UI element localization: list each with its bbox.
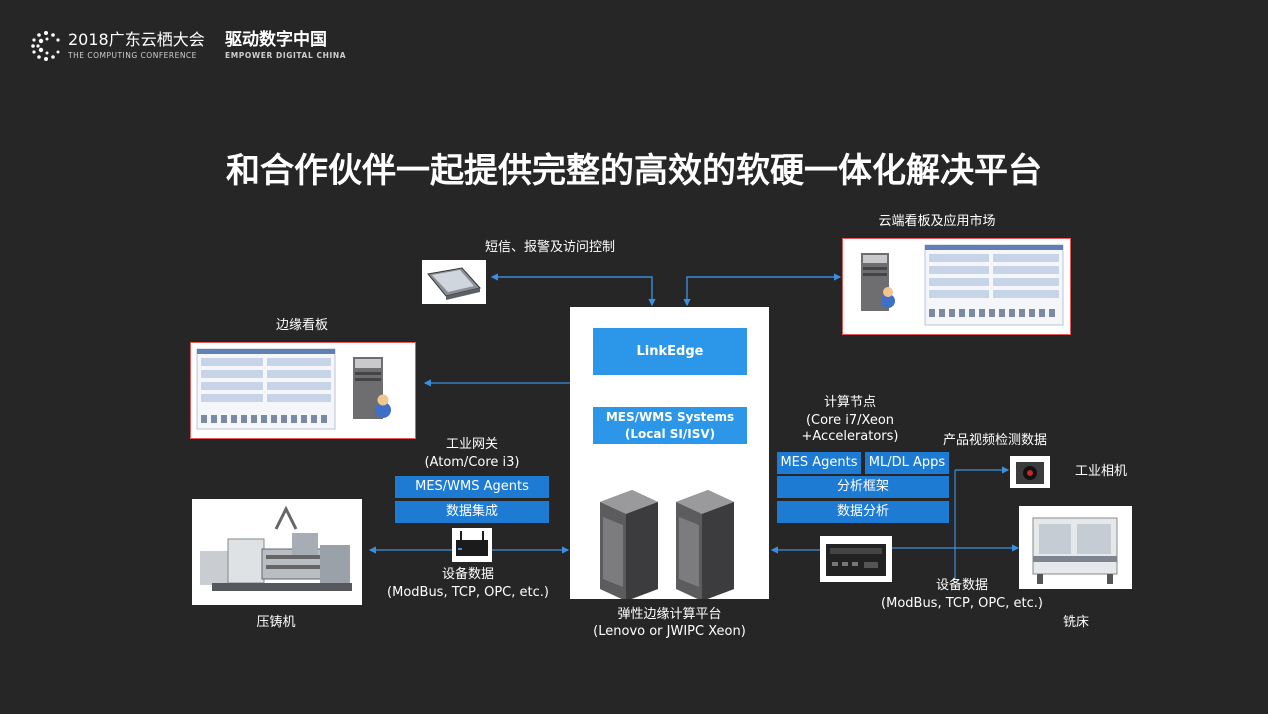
gateway-label: 工业网关	[445, 437, 498, 452]
compute-mes-agents: MES Agents	[777, 452, 861, 474]
event-name: 2018广东云栖大会	[68, 30, 205, 49]
cloud-dashboard-panel	[842, 238, 1071, 335]
gateway-sublabel: (Atom/Core i3)	[424, 455, 520, 470]
edge-board-label: 边缘看板	[275, 318, 328, 333]
compute-data-analysis: 数据分析	[777, 501, 949, 523]
die-casting-machine-image	[192, 499, 362, 605]
compute-analysis-framework: 分析框架	[777, 476, 949, 498]
camera-label: 工业相机	[1074, 464, 1127, 479]
slogan: 驱动数字中国	[225, 30, 327, 50]
rack-servers-icon	[600, 490, 734, 599]
gateway-device-icon	[452, 528, 492, 562]
conference-logo-icon	[30, 30, 62, 62]
slogan-subtitle: EMPOWER DIGITAL CHINA	[225, 51, 347, 60]
industrial-camera-icon	[1010, 456, 1050, 488]
server-icon	[861, 253, 895, 311]
compute-mldl-apps: ML/DL Apps	[865, 452, 949, 474]
platform-sublabel: (Lenovo or JWIPC Xeon)	[593, 624, 746, 639]
mes-systems-sublabel: (Local SI/ISV)	[624, 427, 716, 441]
platform-label: 弹性边缘计算平台	[617, 607, 722, 622]
compute-label: 计算节点	[823, 395, 876, 410]
device-data-left-label: 设备数据	[441, 567, 494, 582]
mes-systems-label: MES/WMS Systems	[605, 410, 735, 424]
device-data-right-label: 设备数据	[935, 578, 988, 593]
device-data-left-sublabel: (ModBus, TCP, OPC, etc.)	[387, 585, 549, 600]
die-casting-label: 压铸机	[256, 615, 296, 630]
milling-machine-image	[1019, 506, 1132, 589]
product-video-label: 产品视频检测数据	[942, 433, 1047, 448]
milling-label: 铣床	[1062, 615, 1089, 630]
compute-sublabel-2: +Accelerators)	[801, 429, 899, 444]
event-subtitle: THE COMPUTING CONFERENCE	[68, 51, 197, 60]
mes-systems-box: MES/WMS Systems (Local SI/ISV)	[593, 407, 747, 444]
compute-box-icon	[820, 536, 892, 582]
page-title: 和合作伙伴一起提供完整的高效的软硬一体化解决平台	[226, 151, 1042, 191]
compute-sublabel-1: (Core i7/Xeon	[805, 413, 895, 428]
pda-device-icon	[422, 260, 486, 304]
cloud-connector	[686, 273, 842, 305]
server-icon	[353, 357, 391, 419]
device-data-right-sublabel: (ModBus, TCP, OPC, etc.)	[881, 596, 1043, 611]
cloud-label: 云端看板及应用市场	[878, 214, 996, 229]
linkedge-label: LinkEdge	[636, 344, 704, 359]
sms-label: 短信、报警及访问控制	[484, 240, 615, 255]
linkedge-box: LinkEdge	[593, 328, 747, 375]
gateway-mes-agents: MES/WMS Agents	[395, 476, 549, 498]
sms-connector	[490, 273, 653, 305]
gateway-data-integration: 数据集成	[395, 501, 549, 523]
edge-dashboard-panel	[190, 342, 416, 439]
